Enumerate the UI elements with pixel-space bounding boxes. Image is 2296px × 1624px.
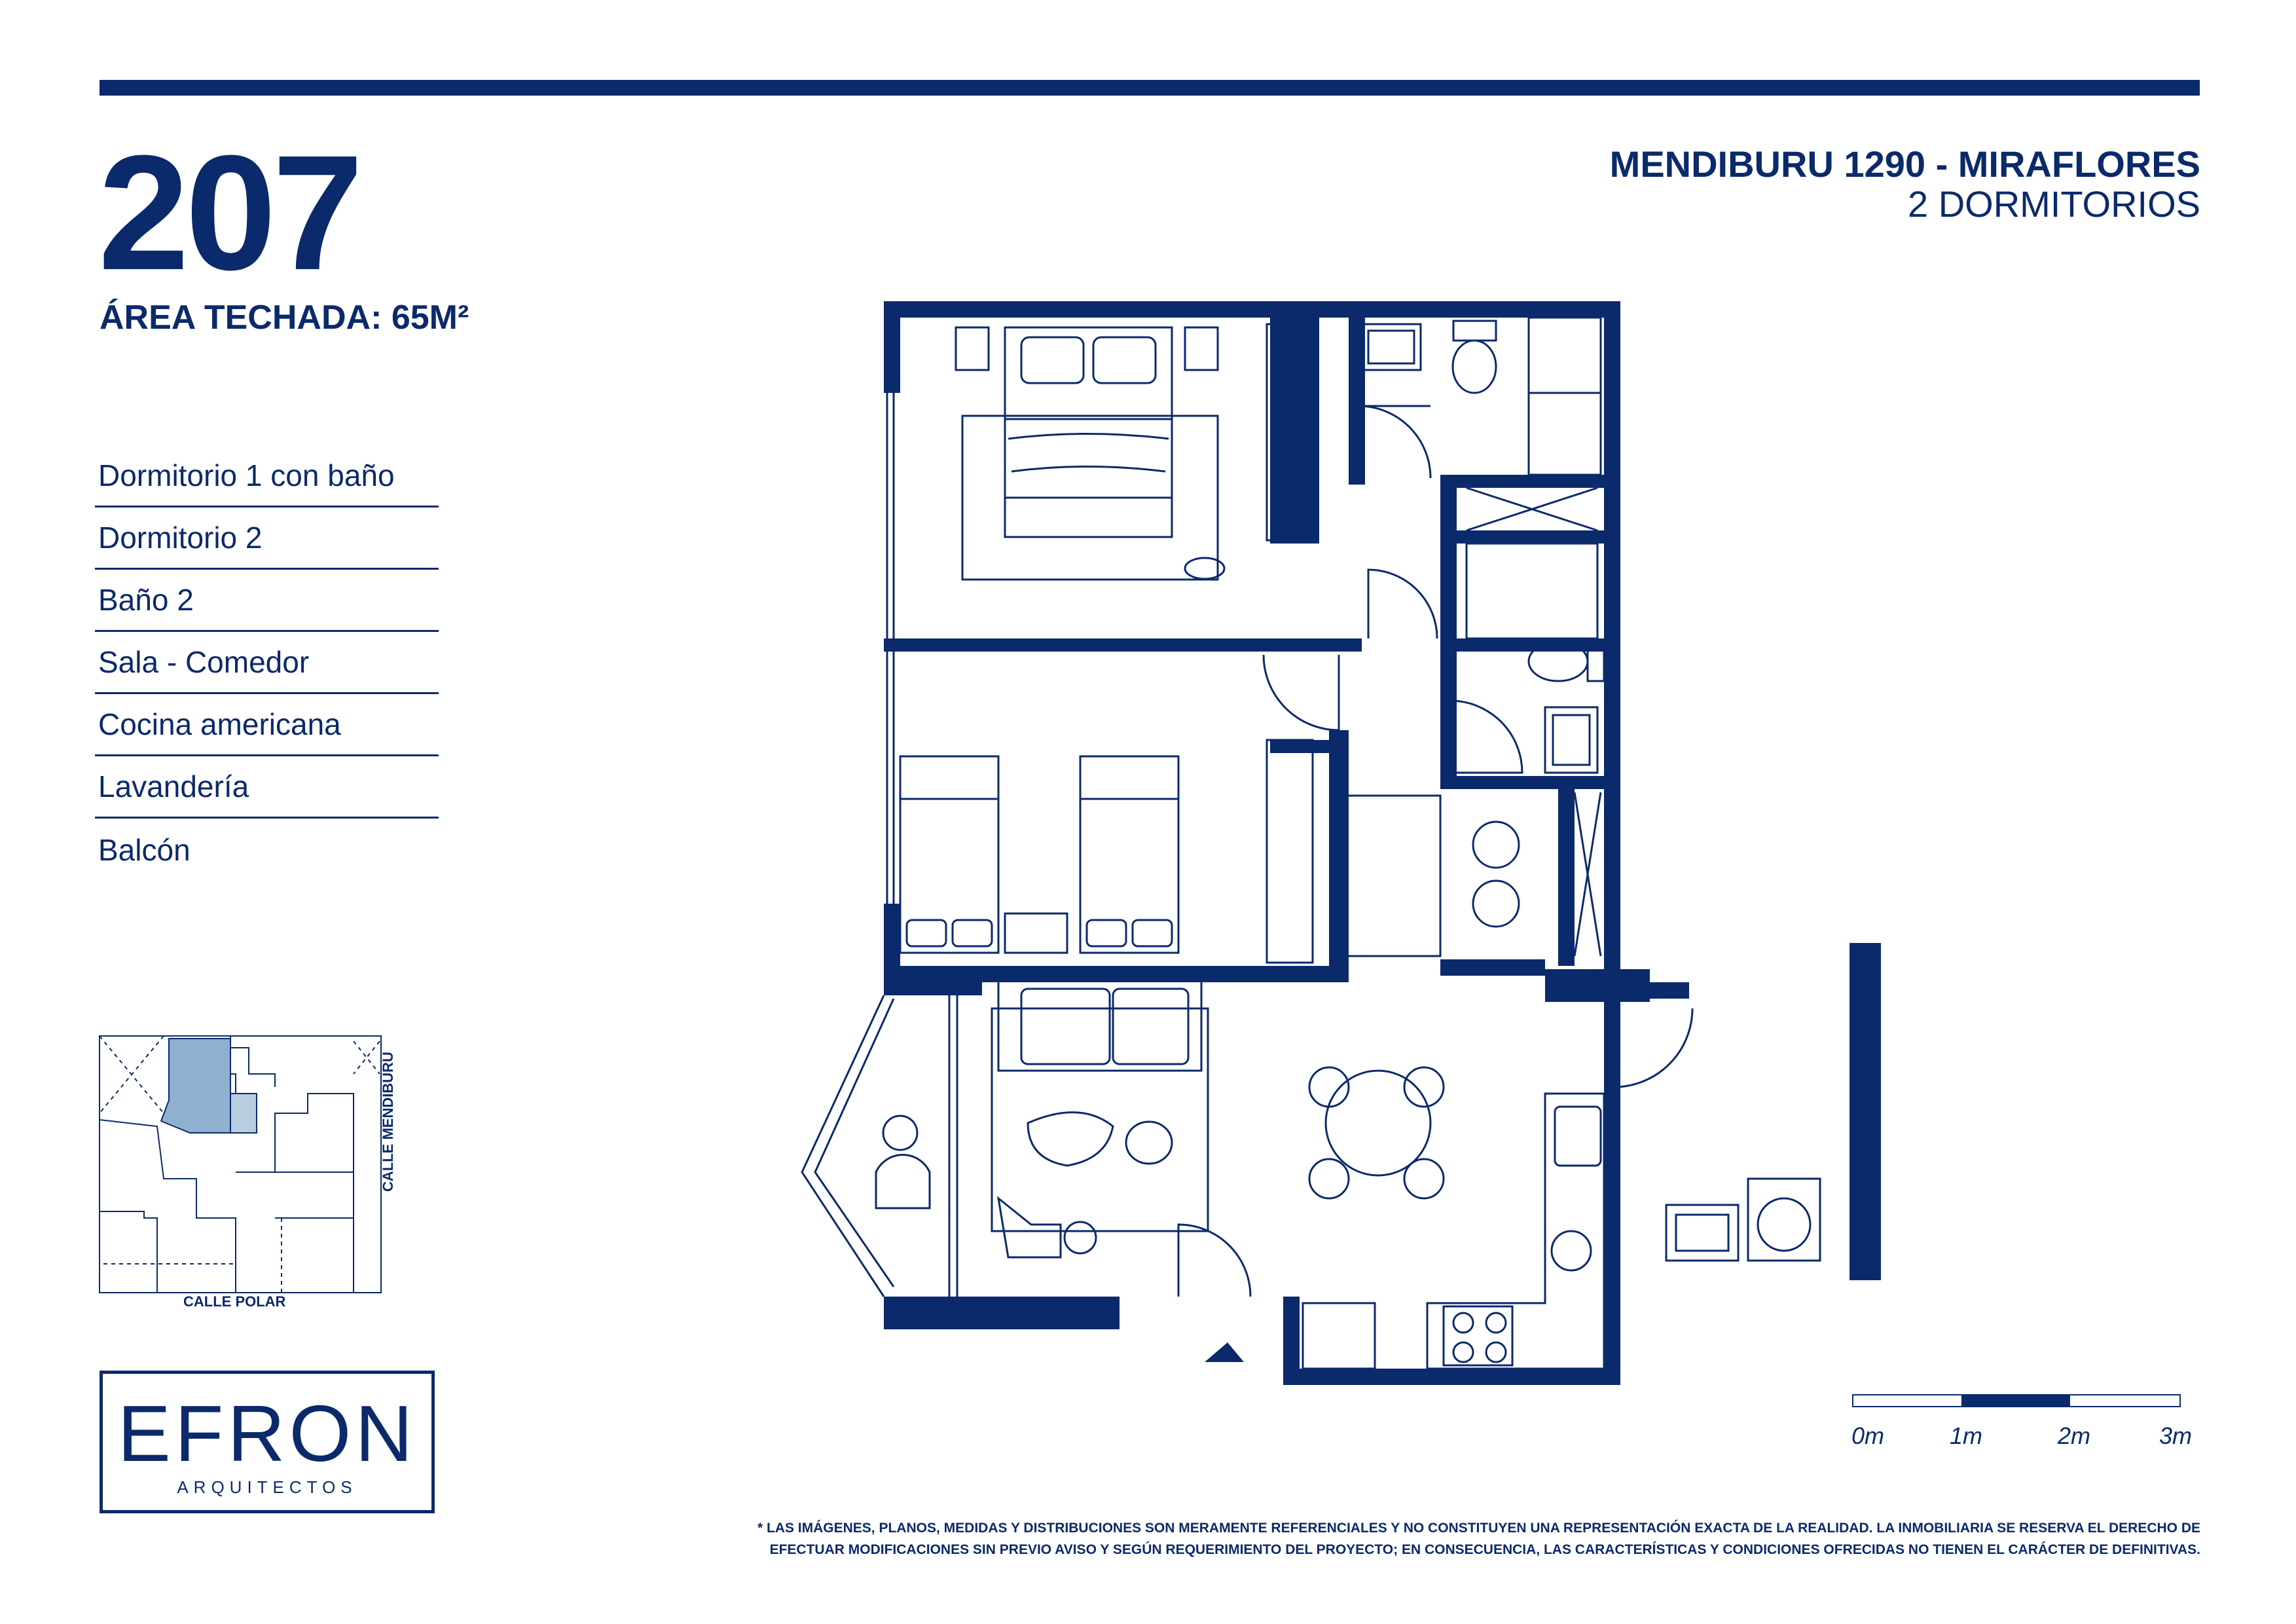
scale-label: 1m (1950, 1422, 1983, 1449)
area-label: ÁREA TECHADA: 65M² (100, 299, 469, 337)
key-map-void (99, 1035, 164, 1114)
unit-location-highlight (160, 1038, 231, 1134)
key-map-frame (99, 1035, 382, 1293)
unit-number: 207 (98, 121, 363, 304)
disclaimer-line: EFECTUAR MODIFICACIONES SIN PREVIO AVISO… (769, 1541, 2200, 1557)
scale-bar (1852, 1394, 2181, 1407)
plan-linework (801, 316, 1821, 1370)
logo-brand: EFRON (117, 1389, 417, 1478)
entrance-marker (1205, 1342, 1244, 1362)
efron-logo: EFRON ARQUITECTOS (100, 1371, 435, 1513)
scale-label: 2m (2058, 1422, 2091, 1449)
logo-tagline: ARQUITECTOS (177, 1477, 357, 1497)
feature-item: Cocina americana (95, 694, 439, 756)
feature-item: Lavandería (95, 756, 439, 819)
project-name: MENDIBURU 1290 - MIRAFLORES (1609, 143, 2200, 185)
feature-item: Dormitorio 2 (95, 507, 439, 570)
disclaimer-line: * LAS IMÁGENES, PLANOS, MEDIDAS Y DISTRI… (757, 1521, 2200, 1536)
feature-item: Sala - Comedor (95, 632, 439, 694)
feature-list: Dormitorio 1 con baño Dormitorio 2 Baño … (95, 445, 439, 881)
project-subtitle: 2 DORMITORIOS (1907, 183, 2200, 225)
feature-item: Baño 2 (95, 570, 439, 632)
top-rule (100, 80, 2200, 96)
project-header: MENDIBURU 1290 - MIRAFLORES 2 DORMITORIO… (1610, 145, 2200, 224)
scale-label: 0m (1851, 1422, 1885, 1449)
street-label-bottom: CALLE POLAR (183, 1293, 286, 1310)
feature-item: Dormitorio 1 con baño (95, 445, 439, 507)
scale-label: 3m (2159, 1422, 2193, 1449)
disclaimer: * LAS IMÁGENES, PLANOS, MEDIDAS Y DISTRI… (498, 1518, 2200, 1560)
structural-walls (884, 301, 1881, 1385)
feature-item: Balcón (98, 832, 191, 867)
